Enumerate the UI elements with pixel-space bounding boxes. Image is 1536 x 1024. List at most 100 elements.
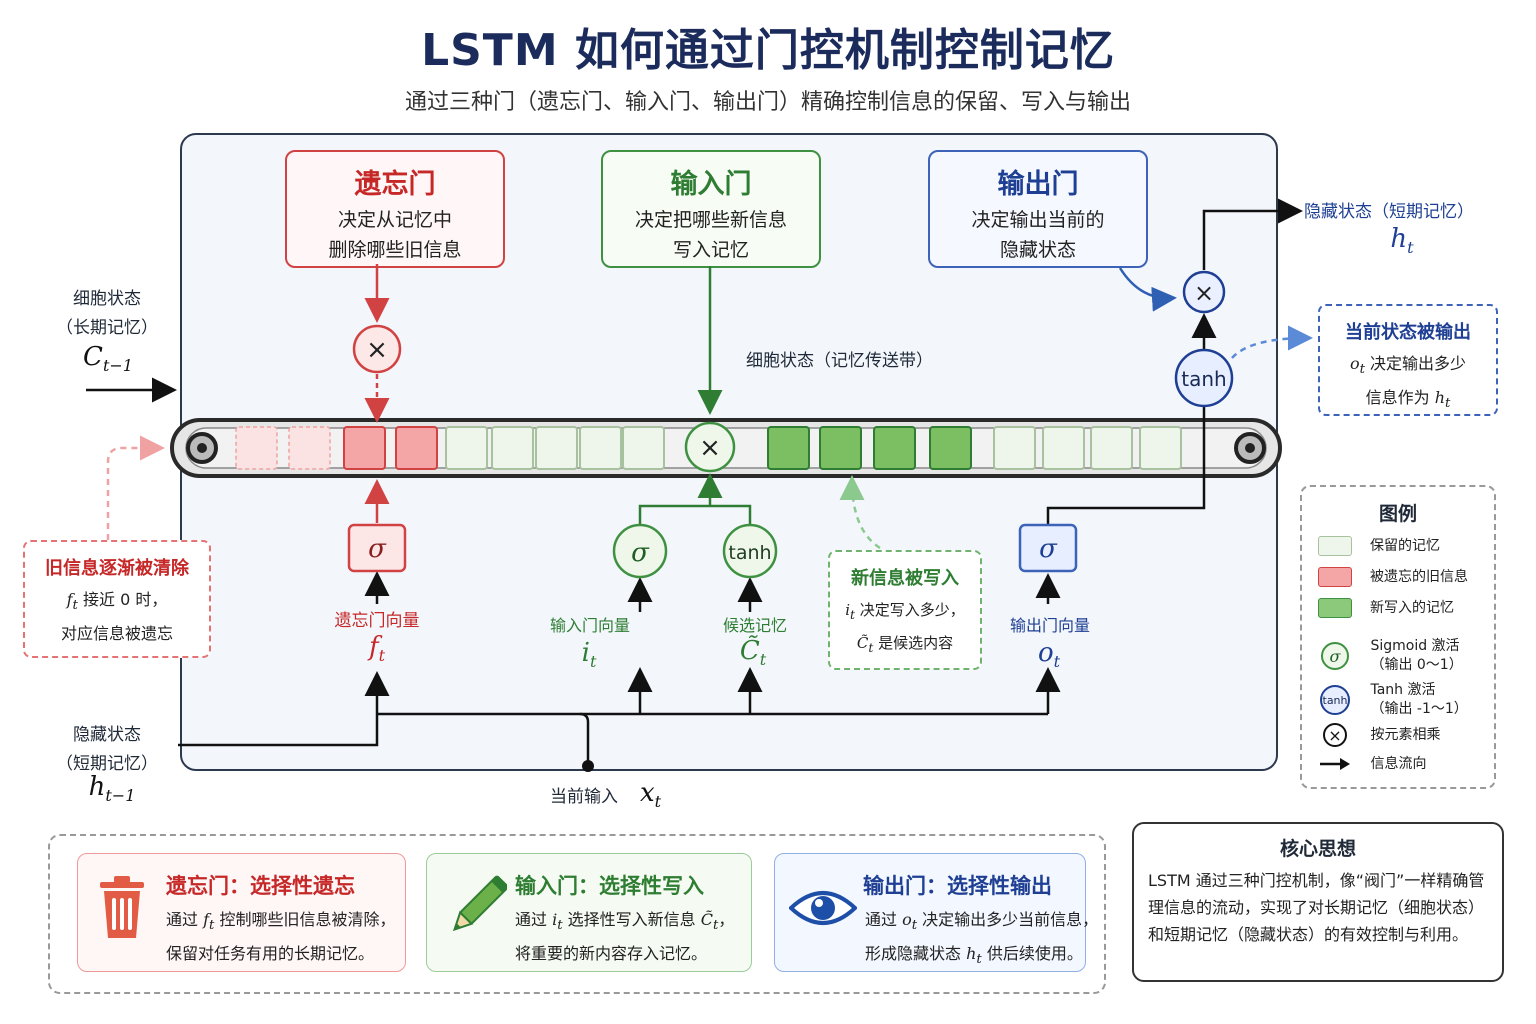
svg-text:×: × bbox=[1194, 279, 1214, 307]
hidden-out-label: 隐藏状态（短期记忆） bbox=[1304, 202, 1474, 222]
summary-cards bbox=[48, 834, 1106, 994]
svg-text:tanh: tanh bbox=[1181, 367, 1226, 391]
svg-text:tanh: tanh bbox=[728, 542, 771, 564]
memory-cells bbox=[235, 426, 1182, 470]
core-idea-box: 核心思想 LSTM 通过三种门控机制，像“阀门”一样精确管理信息的流动，实现了对… bbox=[1132, 822, 1504, 982]
svg-text:×: × bbox=[366, 335, 388, 365]
input-gate-desc-1: 决定把哪些新信息 bbox=[634, 209, 787, 231]
output-to-tanh-line bbox=[1046, 404, 1206, 524]
svg-text:σ: σ bbox=[631, 538, 650, 568]
page-subtitle: 通过三种门（遗忘门、输入门、输出门）精确控制信息的保留、写入与输出 bbox=[404, 90, 1131, 115]
output-gate-box: 输出门 决定输出当前的隐藏状态 bbox=[928, 150, 1148, 268]
svg-text:σ: σ bbox=[368, 534, 387, 564]
memory-cell-kept bbox=[1090, 426, 1133, 470]
output-vector-symbol: ot bbox=[1037, 638, 1061, 672]
output-gate-desc-2: 隐藏状态 bbox=[999, 239, 1076, 261]
output-tanh-op: tanh bbox=[1174, 348, 1234, 408]
legend: 图例 保留的记忆 被遗忘的旧信息 新写入的记忆 σ Sigmoid 激活（输出 … bbox=[1300, 485, 1496, 789]
memory-cell-faded bbox=[235, 426, 278, 470]
input-gate-title: 输入门 bbox=[670, 169, 752, 200]
legend-multiply: × 按元素相乘 bbox=[1318, 721, 1440, 749]
legend-forgotten: 被遗忘的旧信息 bbox=[1318, 566, 1468, 587]
forget-sigma-op: σ bbox=[347, 523, 407, 573]
cell-state-in-label: 细胞状态 （长期记忆） bbox=[56, 289, 158, 338]
output-multiply-op: × bbox=[1182, 270, 1226, 314]
eye-icon bbox=[789, 891, 857, 925]
arrow-right-icon bbox=[1320, 758, 1350, 770]
memory-cell-kept bbox=[622, 426, 665, 470]
memory-cell-forgot bbox=[395, 426, 438, 470]
legend-flow: 信息流向 bbox=[1318, 753, 1426, 773]
hidden-in-symbol: ht−1 bbox=[88, 772, 136, 806]
output-note: 当前状态被输出 ot 决定输出多少 信息作为 ht bbox=[1318, 304, 1498, 416]
memory-cell-faded bbox=[288, 426, 331, 470]
memory-cell-kept bbox=[491, 426, 534, 470]
input-merge-line bbox=[638, 504, 752, 524]
output-card: 输出门：选择性输出 通过 ot 决定输出多少当前信息，形成隐藏状态 ht 供后续… bbox=[774, 853, 1098, 972]
memory-cell-kept bbox=[579, 426, 622, 470]
core-idea-title: 核心思想 bbox=[1279, 838, 1356, 860]
write-note-arrow bbox=[839, 475, 881, 550]
legend-new: 新写入的记忆 bbox=[1318, 597, 1454, 618]
memory-cell-kept bbox=[1042, 426, 1085, 470]
page-title: LSTM 如何通过门控机制控制记忆 bbox=[421, 25, 1115, 76]
memory-cell-forgot bbox=[343, 426, 386, 470]
sigma-icon: σ bbox=[1321, 642, 1349, 670]
current-input-symbol: xt bbox=[640, 778, 662, 812]
svg-text:σ: σ bbox=[1330, 647, 1342, 666]
input-vector-label: 输入门向量 bbox=[549, 616, 630, 635]
memory-cell-written bbox=[767, 426, 810, 470]
forget-card: 遗忘门：选择性遗忘 通过 ft 控制哪些旧信息被清除，保留对任务有用的长期记忆。 bbox=[77, 853, 406, 972]
hidden-out-symbol: ht bbox=[1390, 224, 1414, 258]
memory-cell-kept bbox=[1139, 426, 1182, 470]
forget-gate-title: 遗忘门 bbox=[354, 169, 436, 200]
forget-gate-box: 遗忘门 决定从记忆中删除哪些旧信息 bbox=[285, 150, 505, 268]
input-card: 输入门：选择性写入 通过 it 选择性写入新信息 C̃t，将重要的新内容存入记忆… bbox=[426, 853, 752, 972]
input-tanh-op: tanh bbox=[722, 523, 778, 579]
forget-vector-label: 遗忘门向量 bbox=[334, 611, 420, 631]
hidden-in-label: 隐藏状态 （短期记忆） bbox=[56, 725, 158, 774]
conveyor-label: 细胞状态（记忆传送带） bbox=[746, 351, 933, 371]
input-vector-symbol: it bbox=[581, 638, 597, 672]
trash-icon bbox=[100, 876, 144, 938]
output-gate-desc-1: 决定输出当前的 bbox=[971, 209, 1105, 231]
hidden-output-arrow bbox=[1202, 198, 1303, 270]
output-gate-title: 输出门 bbox=[997, 169, 1079, 200]
legend-tanh: tanh Tanh 激活（输出 -1～1） bbox=[1318, 681, 1468, 719]
output-vector-label: 输出门向量 bbox=[1009, 616, 1090, 635]
forget-multiply-op: × bbox=[352, 324, 402, 374]
input-multiply-op: × bbox=[684, 421, 736, 473]
svg-text:tanh: tanh bbox=[1323, 694, 1348, 707]
candidate-symbol: C̃t bbox=[739, 636, 767, 670]
svg-text:×: × bbox=[699, 433, 721, 463]
forget-note: 旧信息逐渐被清除 ft 接近 0 时， 对应信息被遗忘 bbox=[23, 540, 211, 658]
forget-gate-desc-1: 决定从记忆中 bbox=[337, 209, 452, 231]
write-note: 新信息被写入 it 决定写入多少， C̃t 是候选内容 bbox=[828, 550, 982, 670]
pencil-icon bbox=[452, 875, 507, 932]
tanh-icon: tanh bbox=[1320, 685, 1350, 715]
memory-cell-kept bbox=[445, 426, 488, 470]
svg-text:σ: σ bbox=[1039, 534, 1058, 564]
candidate-label: 候选记忆 bbox=[722, 616, 787, 635]
input-gate-desc-2: 写入记忆 bbox=[672, 239, 749, 261]
memory-cell-kept bbox=[535, 426, 578, 470]
current-input-label: 当前输入 bbox=[550, 787, 618, 807]
legend-retained: 保留的记忆 bbox=[1318, 535, 1440, 556]
input-gate-box: 输入门 决定把哪些新信息写入记忆 bbox=[601, 150, 821, 268]
input-sigma-op: σ bbox=[612, 523, 668, 579]
output-desc-arrow bbox=[1118, 267, 1177, 312]
memory-cell-written bbox=[873, 426, 916, 470]
memory-cell-written bbox=[819, 426, 862, 470]
memory-cell-kept bbox=[993, 426, 1036, 470]
legend-sigmoid: σ Sigmoid 激活（输出 0～1） bbox=[1318, 637, 1463, 675]
output-note-arrow bbox=[1231, 325, 1313, 359]
svg-text:×: × bbox=[1328, 726, 1341, 745]
forget-gate-desc-2: 删除哪些旧信息 bbox=[328, 239, 462, 261]
hidden-input-line bbox=[178, 671, 390, 747]
cell-state-in-symbol: Ct−1 bbox=[83, 342, 133, 376]
multiply-icon: × bbox=[1323, 723, 1347, 747]
core-idea-text: LSTM 通过三种门控机制，像“阀门”一样精确管理信息的流动，实现了对长期记忆（… bbox=[1148, 871, 1485, 944]
current-input-node bbox=[582, 760, 594, 772]
output-sigma-op: σ bbox=[1018, 523, 1078, 573]
